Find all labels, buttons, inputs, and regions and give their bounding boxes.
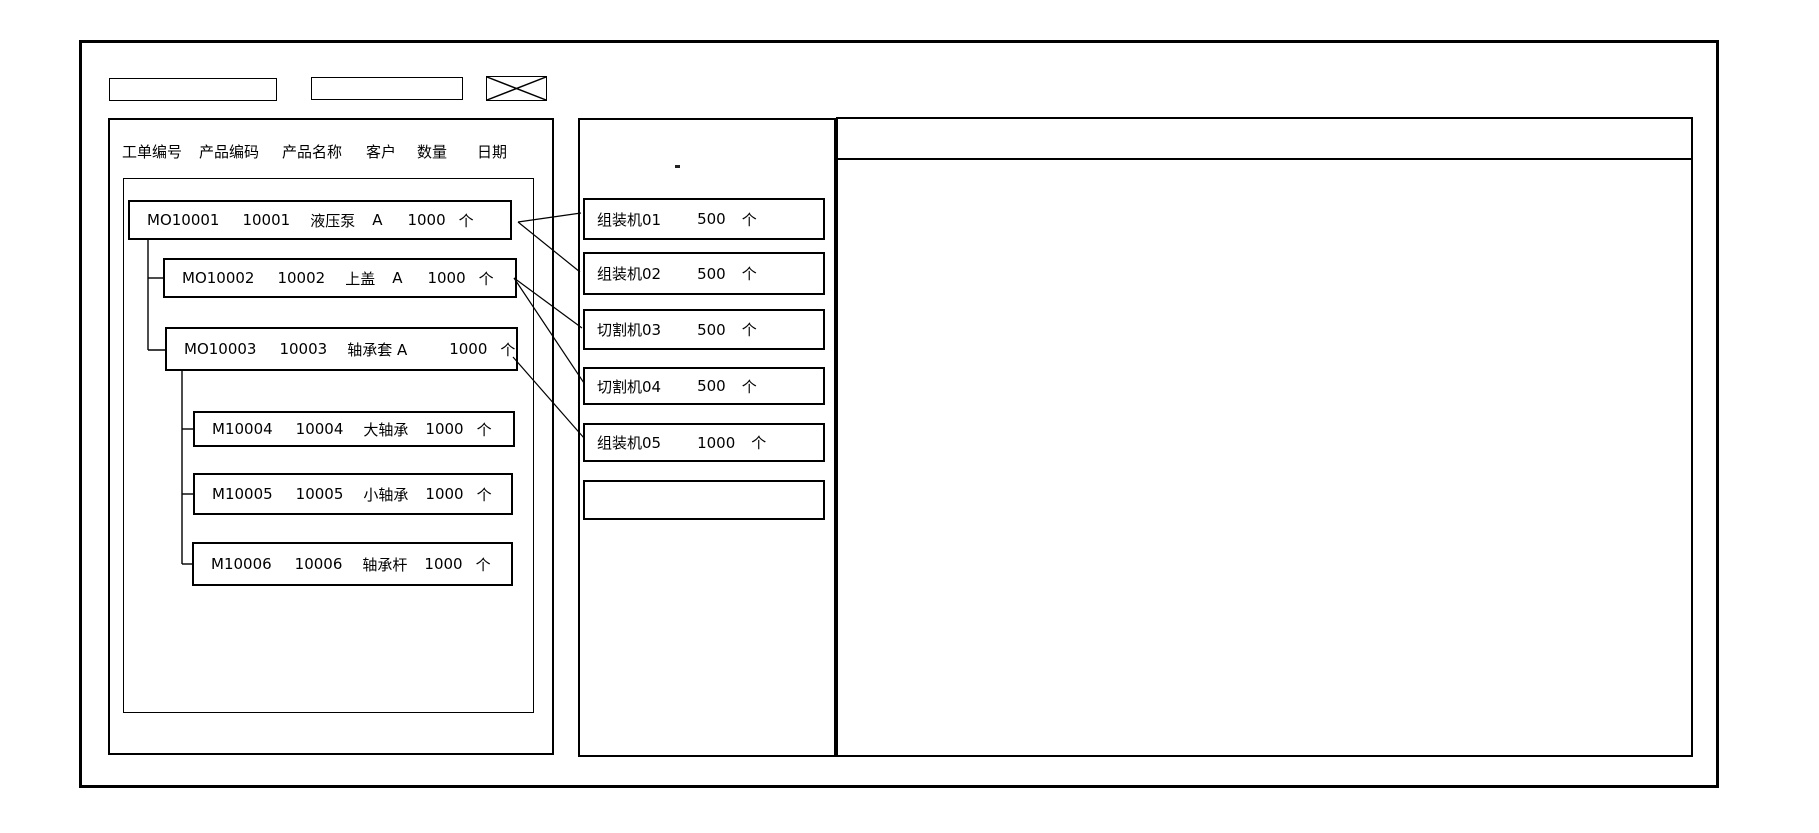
column-header-order-no: 工单编号 — [122, 143, 183, 161]
unit: 个 — [458, 211, 474, 230]
unit: 个 — [741, 377, 757, 396]
close-button[interactable] — [486, 76, 547, 101]
unit: 个 — [475, 555, 491, 574]
product-name: 小轴承 — [363, 485, 409, 504]
machine-name: 组装机05 — [597, 434, 662, 452]
machine-slot-5[interactable]: 组装机05 1000 个 — [583, 423, 825, 462]
column-header-quantity: 数量 — [417, 143, 448, 161]
column-header-customer: 客户 — [366, 143, 397, 161]
work-order-node-m10004[interactable]: M10004 10004 大轴承 1000 个 — [193, 411, 515, 447]
quantity: 1000 — [407, 211, 446, 229]
product-name: 轴承套 A — [347, 340, 408, 359]
unit: 个 — [476, 485, 492, 504]
product-code: 10001 — [242, 211, 291, 229]
order-no: MO10002 — [182, 269, 255, 287]
product-name: 轴承杆 — [362, 555, 408, 574]
product-name: 液压泵 — [310, 211, 356, 230]
unit: 个 — [500, 340, 516, 359]
machine-qty: 500 — [697, 377, 726, 395]
machine-name: 组装机02 — [597, 265, 662, 283]
work-order-node-mo10003[interactable]: MO10003 10003 轴承套 A 1000 个 — [165, 327, 518, 371]
machine-qty: 1000 — [697, 433, 736, 452]
work-order-node-mo10001[interactable]: MO10001 10001 液压泵 A 1000 个 — [128, 200, 512, 240]
toolbar-field-2[interactable] — [311, 77, 463, 100]
machine-slot-4[interactable]: 切割机04 500 个 — [583, 367, 825, 405]
toolbar-field-1[interactable] — [109, 78, 277, 101]
product-code: 10004 — [295, 420, 344, 438]
unit: 个 — [751, 434, 767, 452]
machine-slot-2[interactable]: 组装机02 500 个 — [583, 252, 825, 295]
unit: 个 — [478, 269, 494, 288]
order-no: MO10003 — [184, 340, 257, 358]
product-name: 上盖 — [345, 269, 376, 288]
customer: A — [392, 269, 403, 287]
product-name: 大轴承 — [363, 420, 409, 439]
column-header-product-code: 产品编码 — [199, 143, 260, 161]
machine-slot-empty[interactable] — [583, 480, 825, 520]
unit: 个 — [741, 321, 757, 339]
machine-qty: 500 — [697, 264, 726, 283]
work-order-node-m10006[interactable]: M10006 10006 轴承杆 1000 个 — [192, 542, 513, 586]
product-code: 10005 — [295, 485, 344, 503]
machine-qty: 500 — [697, 210, 726, 228]
machine-qty: 500 — [697, 320, 726, 339]
order-no: MO10001 — [147, 211, 220, 229]
unit: 个 — [476, 420, 492, 439]
quantity: 1000 — [425, 485, 464, 503]
x-icon — [487, 77, 546, 100]
schedule-panel — [836, 117, 1693, 757]
corner-mark — [675, 165, 680, 168]
order-no: M10005 — [212, 485, 273, 503]
schedule-panel-header-divider — [836, 158, 1693, 160]
machine-slot-1[interactable]: 组装机01 500 个 — [583, 198, 825, 240]
quantity: 1000 — [424, 555, 463, 573]
product-code: 10006 — [294, 555, 343, 573]
work-order-node-mo10002[interactable]: MO10002 10002 上盖 A 1000 个 — [163, 258, 517, 298]
machine-name: 切割机04 — [597, 377, 662, 396]
product-code: 10002 — [277, 269, 326, 287]
quantity: 1000 — [449, 340, 488, 358]
order-no: M10004 — [212, 420, 273, 438]
unit: 个 — [741, 265, 757, 283]
work-order-node-m10005[interactable]: M10005 10005 小轴承 1000 个 — [193, 473, 513, 515]
order-no: M10006 — [211, 555, 272, 573]
machine-slot-3[interactable]: 切割机03 500 个 — [583, 309, 825, 350]
column-header-date: 日期 — [477, 143, 508, 161]
machine-name: 组装机01 — [597, 210, 662, 229]
product-code: 10003 — [279, 340, 328, 358]
quantity: 1000 — [425, 420, 464, 438]
machine-name: 切割机03 — [597, 321, 662, 339]
customer: A — [372, 211, 383, 229]
unit: 个 — [741, 210, 757, 229]
column-header-product-name: 产品名称 — [282, 143, 343, 161]
quantity: 1000 — [427, 269, 466, 287]
